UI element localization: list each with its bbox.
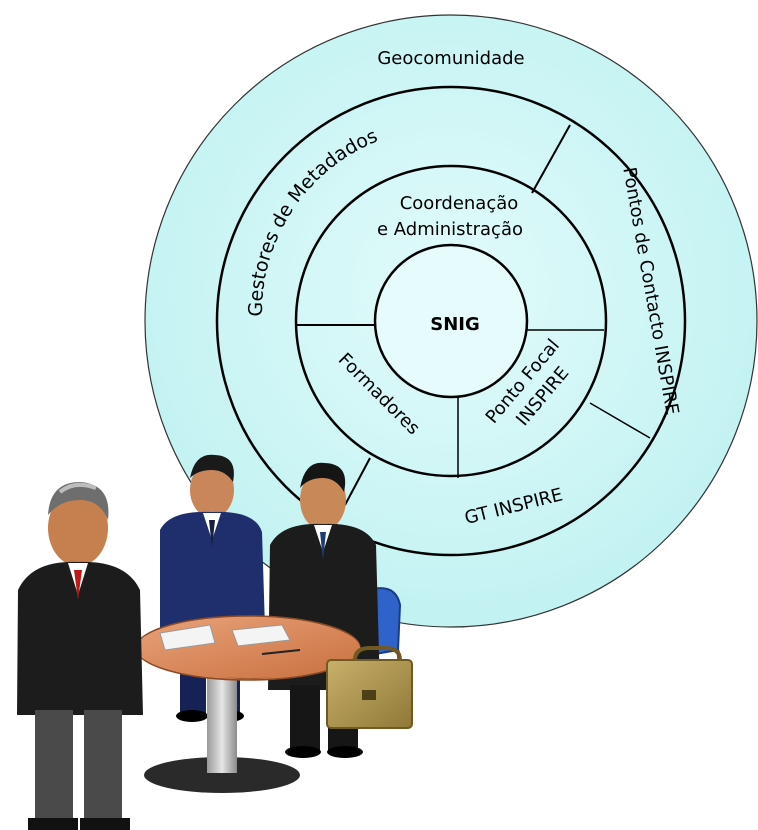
meeting-table-icon	[135, 615, 361, 793]
people-meeting-illustration	[17, 454, 413, 830]
label-geocomunidade: Geocomunidade	[377, 48, 524, 69]
label-administracao: e Administração	[377, 219, 523, 240]
diagram-rings	[144, 14, 758, 628]
man-grey-hair-front	[17, 482, 143, 830]
pen-icon	[261, 649, 301, 655]
middle-ring	[215, 85, 687, 557]
middle-divider-right	[589, 402, 651, 439]
paper-icon	[231, 624, 291, 647]
label-coordenacao: Coordenação	[400, 193, 519, 214]
middle-divider-left	[344, 457, 371, 506]
label-snig: SNIG	[430, 314, 480, 335]
core-circle-snig	[373, 243, 529, 399]
middle-divider-top	[531, 124, 571, 194]
paper-icon	[159, 624, 216, 651]
briefcase-icon	[326, 646, 413, 729]
inner-ring	[294, 164, 608, 478]
